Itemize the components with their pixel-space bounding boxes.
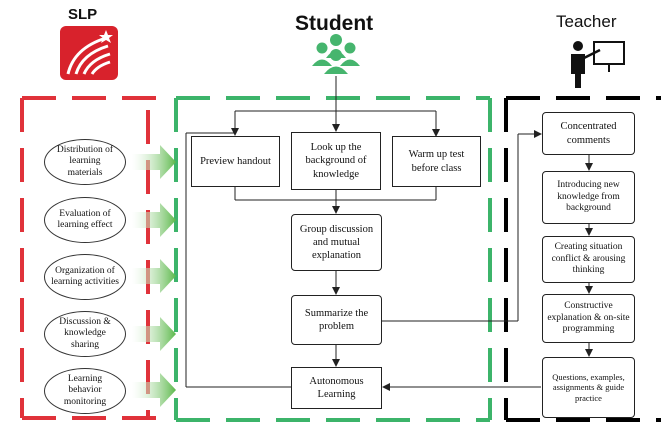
student-connectors — [185, 76, 440, 388]
preview-handout-box: Preview handout — [191, 136, 280, 187]
student-frame — [174, 96, 492, 422]
slp-item-organization: Organization of learning activities — [44, 254, 126, 300]
slp-header: SLP — [68, 6, 98, 23]
teacher-frame — [504, 96, 661, 422]
slp-arrows — [132, 145, 176, 407]
teacher-step-introducing-knowledge: Introducing new knowledge from backgroun… — [542, 171, 635, 224]
student-header: Student — [295, 12, 374, 35]
autonomous-learning-box: Autonomous Learning — [291, 367, 382, 409]
teacher-step-creating-situation: Creating situation conflict & arousing t… — [542, 236, 635, 283]
teacher-header: Teacher — [556, 12, 617, 31]
cross-connectors — [381, 130, 542, 391]
slp-item-monitoring: Learning behavior monitoring — [44, 368, 126, 414]
group-discussion-box: Group discussion and mutual explanation — [291, 214, 382, 271]
slp-item-evaluation: Evaluation of learning effect — [44, 197, 126, 243]
teacher-step-constructive-explanation: Constructive explanation & on-site progr… — [542, 294, 635, 343]
warm-up-test-box: Warm up test before class — [392, 136, 481, 187]
student-group-icon — [312, 34, 360, 74]
teacher-step-questions-examples: Questions, examples, assignments & guide… — [542, 357, 635, 418]
teacher-step-concentrated-comments: Concentrated comments — [542, 112, 635, 155]
slp-logo-icon — [60, 26, 118, 80]
slp-item-discussion: Discussion & knowledge sharing — [44, 311, 126, 357]
summarize-problem-box: Summarize the problem — [291, 295, 382, 345]
look-up-background-box: Look up the background of knowledge — [291, 132, 381, 190]
teacher-board-icon — [571, 41, 625, 88]
slp-item-distribution: Distribution of learning materials — [44, 139, 126, 185]
